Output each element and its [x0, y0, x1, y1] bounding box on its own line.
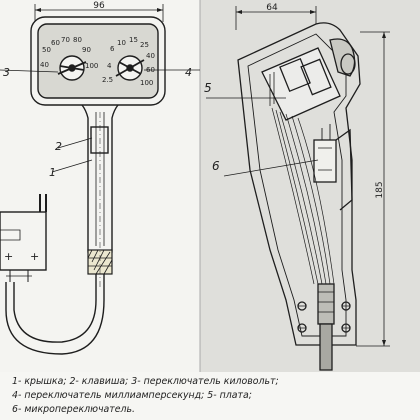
callout-5: 5 [204, 81, 212, 95]
mas-scale-tick: 6 [110, 45, 115, 53]
section-cable [319, 323, 333, 371]
mas-scale-tick: 60 [146, 66, 155, 74]
mas-scale: 2.5 4 6 10 15 25 40 60 100 [102, 36, 155, 87]
switch-block-a [279, 57, 311, 93]
kv-scale-tick: 60 [51, 39, 60, 47]
section-gland-rings [318, 291, 334, 313]
microswitch-detail [318, 147, 332, 171]
push-button-cap [340, 53, 356, 75]
kv-scale-tick: 100 [85, 62, 98, 70]
legend-background [0, 372, 420, 420]
plug-symbol: + [4, 250, 13, 263]
mas-scale-tick: 2.5 [102, 76, 113, 84]
callout-3: 3 [3, 66, 10, 79]
plug-symbol-right: + [30, 250, 39, 263]
plug-pins [39, 194, 47, 212]
board-edge [269, 72, 275, 106]
leader-1 [51, 159, 93, 173]
kv-scale: 40 50 60 70 80 90 100 [40, 36, 98, 70]
callout-2: 2 [55, 140, 62, 153]
kv-scale-tick: 50 [42, 46, 51, 54]
screw-slots [298, 305, 350, 329]
legend-line-2: 4- переключатель миллиамперсекунд; 5- пл… [12, 390, 252, 401]
legend-line-3: 6- микропереключатель. [12, 404, 136, 415]
kv-switch-hub [68, 64, 76, 72]
section-view [206, 6, 390, 371]
callout-6: 6 [212, 159, 220, 173]
legend-line-1: 1- крышка; 2- клавиша; 3- переключатель … [12, 376, 279, 387]
wire-bundle [271, 107, 335, 285]
mas-scale-tick: 100 [140, 79, 153, 87]
mas-scale-tick: 40 [146, 52, 155, 60]
front-view: + + [0, 4, 200, 355]
mas-switch-hub [126, 64, 134, 72]
cable-inner [5, 274, 105, 355]
mas-scale-tick: 4 [107, 62, 112, 70]
dim-185-label: 185 [375, 181, 385, 198]
leader-2 [57, 137, 93, 149]
handle-groove [95, 112, 105, 246]
dim-96-label: 96 [93, 1, 105, 11]
mas-scale-tick: 15 [129, 36, 138, 44]
kv-scale-tick: 90 [82, 46, 91, 54]
plug-contact [0, 229, 21, 241]
callout-4: 4 [185, 66, 192, 79]
leader-3 [0, 69, 59, 73]
kv-scale-tick: 80 [73, 36, 82, 44]
plug-body [0, 211, 47, 271]
dim-64-label: 64 [266, 3, 278, 13]
callout-1: 1 [49, 166, 56, 179]
head-casing [30, 16, 166, 106]
switch-block-b [300, 58, 332, 96]
microswitch [313, 139, 337, 183]
mas-scale-tick: 25 [140, 41, 149, 49]
leader-6 [223, 159, 319, 177]
microswitch-lever [335, 128, 353, 211]
kv-scale-tick: 70 [61, 36, 70, 44]
section-cable-gland [317, 283, 335, 325]
button-key [90, 126, 109, 154]
cable-outer [13, 274, 97, 343]
microswitch-terminals [321, 124, 331, 140]
kv-scale-tick: 40 [40, 61, 49, 69]
mas-scale-tick: 10 [117, 39, 126, 47]
